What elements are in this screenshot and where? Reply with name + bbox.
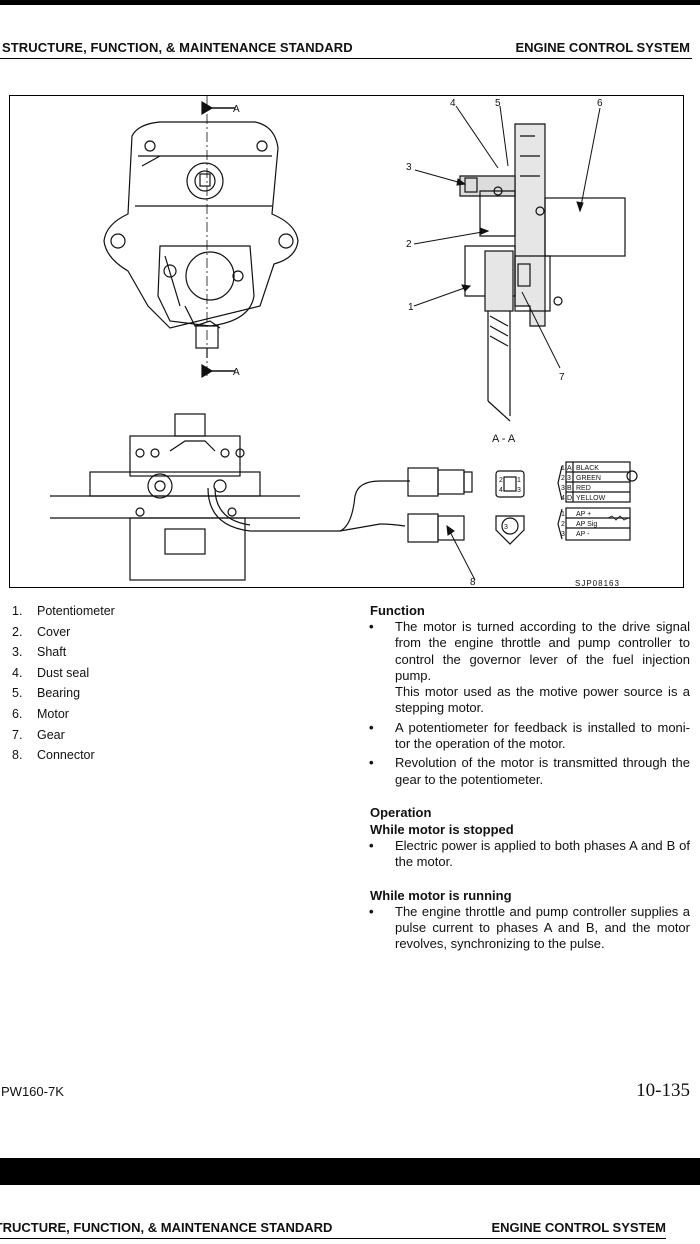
wire-color-yellow: YELLOW — [576, 495, 606, 502]
section-view — [459, 123, 626, 422]
bullet-icon: • — [369, 619, 374, 634]
upper-pin-id-3: B — [567, 485, 572, 492]
function-note: This motor used as the motive power sour… — [395, 684, 690, 716]
upper-pin-number-1: 1 — [561, 465, 565, 472]
lower-pin-number-3: 3 — [561, 531, 565, 538]
signal-ap-plus: AP + — [576, 511, 591, 518]
callout-4: 4 — [450, 98, 456, 109]
function-bullet: • Revolution of the motor is transmitted… — [369, 755, 690, 787]
bullet-icon: • — [369, 719, 374, 735]
section-label: A - A — [492, 433, 516, 445]
page-header: STRUCTURE, FUNCTION, & MAINTENANCE STAND… — [0, 40, 692, 59]
section-marker-top: A — [233, 104, 240, 115]
list-item: 8.Connector — [12, 748, 95, 763]
svg-text:1: 1 — [517, 477, 521, 484]
list-item: 5.Bearing — [12, 686, 81, 701]
next-page-header: STRUCTURE, FUNCTION, & MAINTENANCE STAND… — [0, 1220, 666, 1239]
stopped-heading: While motor is stopped — [370, 821, 514, 837]
upper-pin-id-1: A — [567, 465, 572, 472]
page-separator — [0, 1158, 700, 1185]
lower-pin-number-1: 1 — [561, 511, 565, 518]
bullet-icon: • — [369, 755, 374, 771]
bottom-view — [50, 413, 410, 581]
svg-text:4: 4 — [499, 487, 503, 494]
drawing-code: SJP08163 — [575, 579, 620, 587]
upper-pin-id-2: 3 — [567, 475, 571, 482]
list-item: 4.Dust seal — [12, 665, 90, 680]
description-column: Function • The motor is turned according… — [369, 602, 690, 952]
page-number: 10-135 — [636, 1080, 690, 1101]
upper-wire-table — [557, 461, 638, 503]
list-item: 7.Gear — [12, 727, 65, 742]
bullet-icon: • — [369, 903, 374, 919]
callout-7: 7 — [559, 372, 565, 383]
wire-color-black: BLACK — [576, 465, 599, 472]
upper-pin-number-2: 2 — [561, 475, 565, 482]
front-view — [103, 96, 299, 379]
upper-pin-number-4: 4 — [561, 495, 565, 502]
header-section-title: STRUCTURE, FUNCTION, & MAINTENANCE STAND… — [2, 40, 353, 55]
header-chapter-title: ENGINE CONTROL SYSTEM — [515, 40, 690, 55]
list-item: 3.Shaft — [12, 645, 67, 660]
model-number: PW160-7K — [1, 1084, 64, 1099]
list-item: 6.Motor — [12, 706, 69, 721]
callout-5: 5 — [495, 98, 501, 109]
callout-leaders — [413, 105, 601, 581]
next-header-chapter-title: ENGINE CONTROL SYSTEM — [491, 1220, 666, 1235]
operation-heading: Operation — [370, 804, 432, 820]
list-item: 2.Cover — [12, 624, 71, 639]
operation-bullet: • Electric power is applied to both phas… — [369, 837, 690, 870]
svg-text:2: 2 — [499, 477, 503, 484]
operation-bullet: • The engine throttle and pump controlle… — [369, 903, 690, 952]
top-border — [0, 0, 700, 5]
running-heading: While motor is running — [370, 887, 512, 903]
upper-pin-id-4: D — [567, 495, 572, 502]
callout-2: 2 — [406, 239, 412, 250]
connector-faces: 2 4 1 3 3 — [495, 470, 525, 545]
motor-diagram: A A A - A — [9, 95, 684, 588]
callout-6: 6 — [597, 98, 603, 109]
lower-wire-table — [557, 507, 631, 541]
wire-connectors — [407, 467, 473, 543]
function-bullet: • The motor is turned according to the d… — [369, 619, 690, 683]
diagram-drawing: A A A - A — [50, 96, 638, 587]
svg-text:3: 3 — [504, 524, 508, 531]
bullet-icon: • — [369, 837, 374, 853]
callout-1: 1 — [408, 302, 414, 313]
upper-pin-number-3: 3 — [561, 485, 565, 492]
callout-3: 3 — [406, 162, 412, 173]
list-item: 1.Potentiometer — [12, 604, 115, 618]
signal-ap-minus: AP - — [576, 531, 590, 538]
parts-list: 1.Potentiometer 2.Cover 3.Shaft 4.Dust s… — [12, 604, 352, 769]
wire-color-green: GREEN — [576, 475, 601, 482]
callout-8: 8 — [470, 577, 476, 587]
signal-ap-sig: AP Sig — [576, 521, 597, 528]
svg-text:3: 3 — [517, 487, 521, 494]
next-header-section-title: STRUCTURE, FUNCTION, & MAINTENANCE STAND… — [0, 1220, 333, 1235]
function-bullet: • A potentiometer for feedback is instal… — [369, 719, 690, 752]
function-heading: Function — [370, 603, 425, 618]
lower-pin-number-2: 2 — [561, 521, 565, 528]
section-marker-bottom: A — [233, 367, 240, 378]
wire-color-red: RED — [576, 485, 591, 492]
